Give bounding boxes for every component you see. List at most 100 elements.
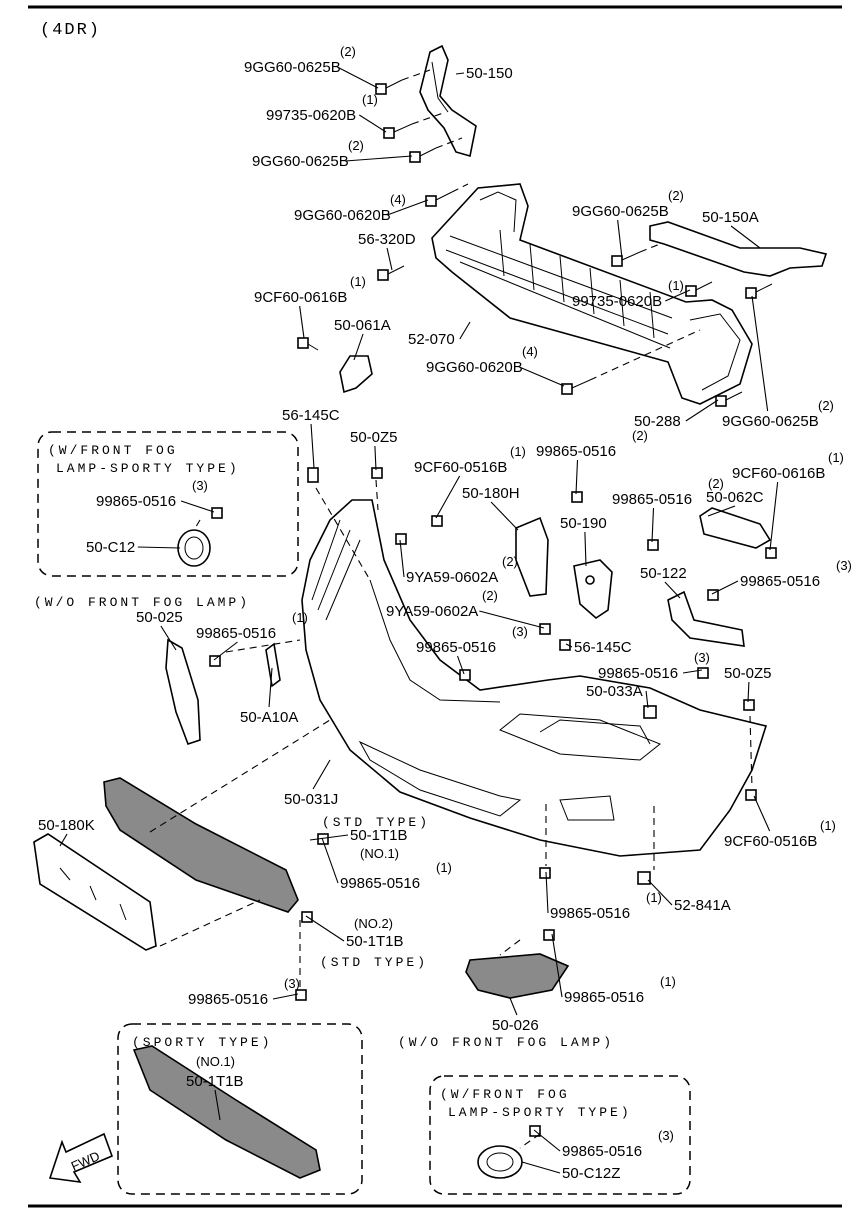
- part-callout-p12: 52-070: [408, 321, 471, 348]
- part-callout-p42: (1)99865-0516: [321, 837, 452, 892]
- cover-50-025: [165, 638, 201, 746]
- quantity-label: (2): [340, 44, 356, 59]
- dash-line: [451, 183, 469, 193]
- leader-line: [647, 879, 673, 906]
- leader-line: [682, 669, 703, 674]
- bolt-icon: [561, 379, 591, 395]
- quantity-label: (1): [820, 818, 836, 833]
- dash-line: [193, 519, 201, 531]
- bracket-50-190: [573, 559, 613, 620]
- leader-line: [751, 295, 769, 412]
- part-number-label: 99865-0516: [612, 491, 692, 508]
- part-callout-p29: (3)99865-0516: [711, 558, 852, 595]
- leader-line: [309, 834, 349, 841]
- clip-icon: [643, 705, 657, 719]
- part-number-label: 50-025: [136, 609, 183, 626]
- part-callout-p45: (1)99865-0516: [545, 871, 662, 922]
- part-number-label: 50-1T1B: [350, 827, 408, 844]
- dash-line: [159, 899, 261, 947]
- leader-line: [455, 72, 465, 75]
- part-number-label: 56-145C: [574, 639, 632, 656]
- variant-note-fog-sporty-1: (W/FRONT FOG: [48, 443, 178, 458]
- leader-line: [664, 581, 681, 599]
- quantity-label: (4): [390, 192, 406, 207]
- part-number-label: 99865-0516: [188, 991, 268, 1008]
- bolt-icon: [765, 547, 777, 559]
- part-callout-p10: (1)99735-0620B: [572, 278, 691, 310]
- clip-50-061A: [339, 355, 373, 394]
- part-number-label: 56-320D: [358, 231, 416, 248]
- grille-sporty-50-1T1B: [132, 1045, 321, 1179]
- leader-line: [565, 643, 573, 648]
- quantity-label: (2): [668, 188, 684, 203]
- leader-line: [305, 915, 345, 942]
- quantity-label: (3): [658, 1128, 674, 1143]
- dash-line: [315, 487, 371, 581]
- part-number-label: 56-145C: [282, 407, 340, 424]
- bolt-icon: [697, 667, 709, 679]
- part-callout-p24: (2) 99865-0516: [612, 476, 724, 543]
- leader-line: [519, 366, 565, 387]
- part-callout-p41: 50-1T1B: [309, 827, 408, 844]
- leader-line: [180, 500, 215, 513]
- part-number-label: 50-C12: [86, 539, 135, 556]
- dash-line: [639, 243, 661, 253]
- variant-note-sporty-no1: (NO.1): [196, 1054, 235, 1069]
- bolt-icon: [543, 929, 555, 941]
- quantity-label: (2): [482, 588, 498, 603]
- part-number-label: 50-180K: [38, 817, 95, 834]
- leader-line: [584, 531, 587, 567]
- dash-line: [435, 137, 463, 149]
- dash-line: [411, 111, 447, 125]
- screw-icon: [297, 337, 319, 351]
- bracket-50-A10A: [265, 642, 281, 688]
- quantity-label: (2): [632, 428, 648, 443]
- variant-note-wo-fog-1: (W/O FRONT FOG LAMP): [34, 595, 250, 610]
- quantity-label: (2): [708, 476, 724, 491]
- part-number-label: 9GG60-0620B: [426, 359, 523, 376]
- leader-line: [685, 399, 719, 422]
- bolt-icon: [425, 191, 453, 207]
- part-callout-p20: (1)9CF60-0616B: [732, 450, 844, 551]
- part-number-label: 50-033A: [586, 683, 643, 700]
- variant-note-std-type-1: (STD TYPE): [322, 815, 430, 830]
- part-number-label: 99735-0620B: [572, 293, 662, 310]
- part-callout-p33: (3)99865-0516: [416, 624, 528, 675]
- fog-lamp-50-C12: [177, 529, 211, 567]
- part-callout-p34: 56-145C: [565, 639, 632, 656]
- part-number-label: 99865-0516: [416, 639, 496, 656]
- quantity-label: (2): [818, 398, 834, 413]
- fog-lamp-50-C12Z: [477, 1145, 523, 1179]
- part-number-label: 99865-0516: [562, 1143, 642, 1160]
- part-number-label: 50-031J: [284, 791, 338, 808]
- leader-line: [214, 1089, 221, 1121]
- quantity-label: (1): [646, 890, 662, 905]
- part-callout-p39: 50-031J: [284, 759, 338, 808]
- bracket-50-122: [667, 590, 745, 647]
- bolt-icon: [685, 281, 713, 297]
- part-callout-p43: (1)9CF60-0516B: [724, 795, 836, 850]
- leader-line: [730, 225, 761, 249]
- leader-line: [160, 625, 177, 651]
- leader-line: [651, 507, 655, 543]
- part-number-label: 50-062C: [706, 489, 764, 506]
- part-number-label: 99865-0516: [598, 665, 678, 682]
- clip-icon: [743, 699, 755, 711]
- leader-line: [479, 610, 545, 629]
- variant-note-fog-sporty-3: (W/FRONT FOG: [440, 1087, 570, 1102]
- bolt-icon: [647, 539, 659, 551]
- bumper-reinforcement-52-070: [431, 183, 753, 405]
- variant-note-sporty-type: (SPORTY TYPE): [132, 1035, 272, 1050]
- part-number-label: 50-150: [466, 65, 513, 82]
- part-callout-p31: (1)99865-0516: [196, 610, 308, 661]
- part-number-label: 50-C12Z: [562, 1165, 620, 1182]
- part-callout-p40: 50-180K: [38, 817, 95, 847]
- variant-note-fog-sporty-4: LAMP-SPORTY TYPE): [448, 1105, 632, 1120]
- part-number-label: 9GG60-0625B: [252, 153, 349, 170]
- variant-note-no2: (NO.2): [354, 916, 393, 931]
- bumper-cover-50-031J: [301, 499, 768, 857]
- part-callout-p22: 50-C12: [86, 539, 181, 556]
- part-callout-p52: 50-C12Z: [521, 1161, 620, 1182]
